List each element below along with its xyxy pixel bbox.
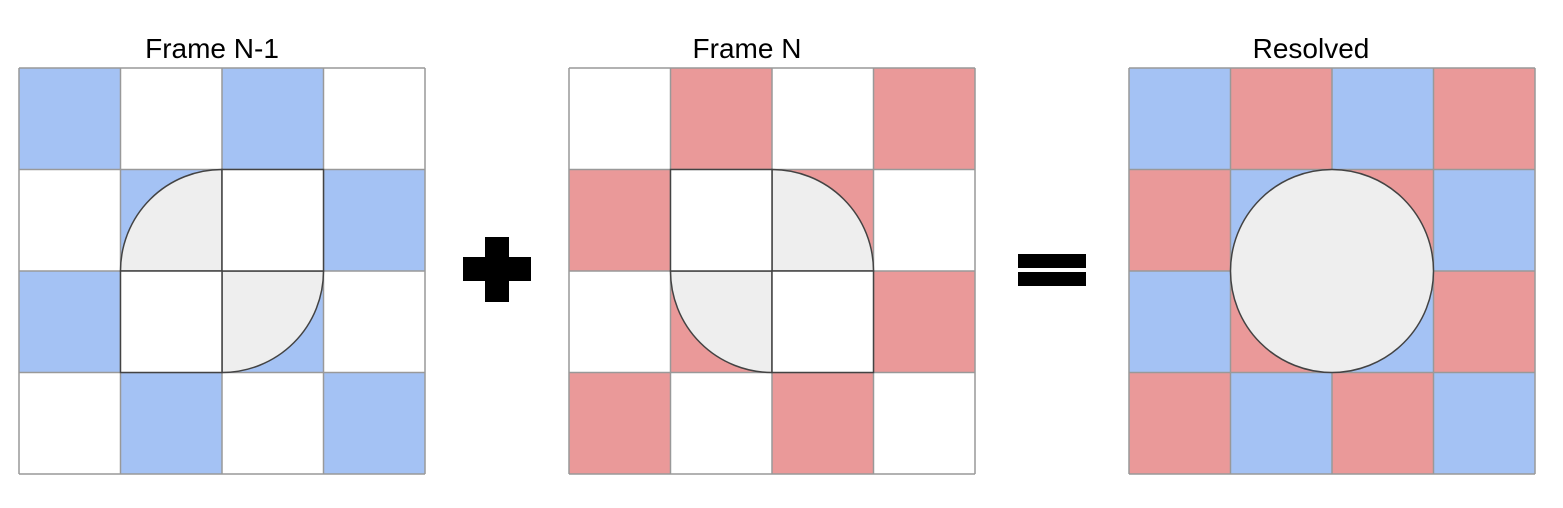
circle-shape bbox=[1229, 168, 1435, 374]
grid-cell bbox=[1433, 372, 1535, 474]
panel-frame-n-minus-1: Frame N-1 bbox=[18, 33, 426, 475]
grid-cell bbox=[323, 169, 425, 271]
grid-cell bbox=[873, 68, 975, 170]
grid-cell bbox=[873, 169, 975, 271]
grid-cell bbox=[323, 372, 425, 474]
plus-icon bbox=[463, 237, 531, 302]
empty-quadrant bbox=[221, 168, 325, 272]
grid-cell bbox=[323, 68, 425, 170]
circle-quadrant bbox=[221, 270, 325, 374]
panel-title: Resolved bbox=[1253, 33, 1370, 64]
grid-cell bbox=[120, 68, 222, 170]
grid-cell bbox=[120, 372, 222, 474]
panel-resolved: Resolved bbox=[1128, 33, 1536, 475]
panel-title: Frame N-1 bbox=[145, 33, 279, 64]
grid-cell bbox=[1129, 372, 1231, 474]
grid-cell bbox=[1129, 68, 1231, 170]
circle-quadrant bbox=[119, 168, 223, 272]
grid-cell bbox=[569, 372, 671, 474]
grid-cell bbox=[19, 372, 121, 474]
panel-title: Frame N bbox=[693, 33, 802, 64]
grid-cell bbox=[19, 68, 121, 170]
grid-cell bbox=[19, 169, 121, 271]
panel-frame-n: Frame N bbox=[568, 33, 976, 475]
grid-cell bbox=[569, 271, 671, 373]
equals-icon bbox=[1018, 254, 1086, 286]
grid-cell bbox=[1433, 271, 1535, 373]
empty-quadrant bbox=[669, 168, 773, 272]
grid-cell bbox=[873, 271, 975, 373]
grid-cell bbox=[772, 68, 874, 170]
grid-cell bbox=[1129, 169, 1231, 271]
empty-quadrant bbox=[771, 270, 875, 374]
pixel-grid bbox=[1128, 67, 1536, 475]
pixel-grid bbox=[18, 67, 426, 475]
circle-quadrant bbox=[669, 270, 773, 374]
grid-cell bbox=[222, 68, 324, 170]
grid-cell bbox=[569, 68, 671, 170]
grid-cell bbox=[569, 169, 671, 271]
grid-cell bbox=[1332, 68, 1434, 170]
grid-cell bbox=[873, 372, 975, 474]
grid-cell bbox=[1129, 271, 1231, 373]
grid-cell bbox=[222, 372, 324, 474]
circle-quadrant bbox=[771, 168, 875, 272]
grid-cell bbox=[19, 271, 121, 373]
pixel-grid bbox=[568, 67, 976, 475]
grid-cell bbox=[1230, 68, 1332, 170]
grid-cell bbox=[670, 372, 772, 474]
empty-quadrant bbox=[119, 270, 223, 374]
grid-cell bbox=[772, 372, 874, 474]
grid-cell bbox=[323, 271, 425, 373]
grid-cell bbox=[1433, 169, 1535, 271]
grid-cell bbox=[1332, 372, 1434, 474]
grid-cell bbox=[670, 68, 772, 170]
grid-cell bbox=[1230, 372, 1332, 474]
grid-cell bbox=[1433, 68, 1535, 170]
